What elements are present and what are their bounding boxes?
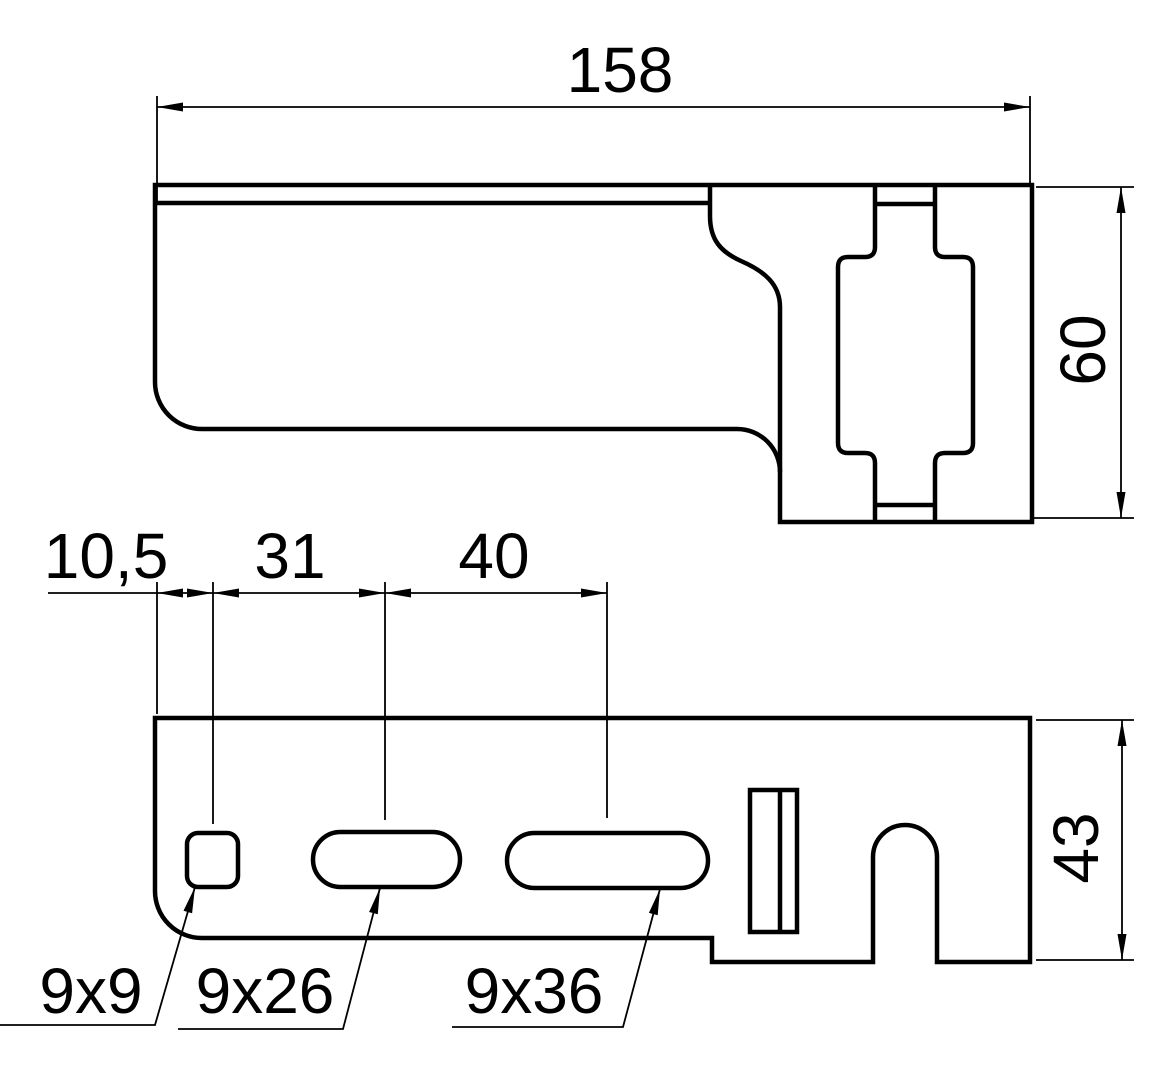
callout-text-square-hole: 9x9	[39, 955, 142, 1027]
leader-small-slot	[178, 887, 381, 1030]
arrowhead-down	[1116, 492, 1126, 518]
tab-left-contour	[835, 185, 878, 522]
arrowhead	[385, 588, 411, 598]
arrowhead	[157, 588, 183, 598]
arrowhead-up	[1117, 720, 1127, 746]
tab-right-contour	[932, 185, 976, 522]
dimension-text-flange-height: 60	[1047, 314, 1119, 385]
dimension-text-first-hole-offset: 10,5	[44, 520, 169, 592]
dimension-overall-length: 158	[156, 34, 1031, 203]
bend-s-curve	[707, 185, 783, 472]
dimension-text-overall-length: 158	[567, 34, 674, 106]
arrowhead-down	[1117, 934, 1127, 960]
top-view	[152, 182, 1035, 525]
dimension-text-base-height: 43	[1040, 812, 1112, 883]
dimension-flange-height: 60	[1034, 186, 1134, 519]
callout-text-small-slot: 9x26	[196, 955, 335, 1027]
leader-arrowhead	[648, 889, 660, 916]
leader-large-slot	[452, 888, 661, 1028]
arrowhead	[187, 588, 213, 598]
bottom-view	[152, 715, 1033, 965]
callout-text-large-slot: 9x36	[465, 955, 604, 1027]
arrowhead	[581, 588, 607, 598]
arrowhead-up	[1116, 187, 1126, 213]
leader-arrowhead	[183, 887, 195, 914]
dimension-hole-positions: 10,5 31 40	[44, 520, 608, 824]
bottom-view-part-outline	[152, 715, 1033, 965]
slot-hole-9x36	[504, 830, 711, 891]
arrowhead-left	[157, 102, 183, 112]
dimension-base-height: 43	[1036, 719, 1134, 961]
arrowhead	[359, 588, 385, 598]
arrowhead-right	[1004, 102, 1030, 112]
leader-arrowhead	[369, 888, 380, 915]
dimension-text-hole-pitch-a: 31	[254, 520, 325, 592]
hole-callouts: 9x9 9x26 9x36	[0, 886, 661, 1030]
arrowhead	[213, 588, 239, 598]
square-hole-9x9	[184, 830, 241, 890]
slot-hole-9x26	[310, 829, 463, 890]
leader-square-hole	[0, 886, 196, 1026]
dimension-text-hole-pitch-b: 40	[458, 520, 529, 592]
tab-slot-opening	[747, 787, 800, 935]
